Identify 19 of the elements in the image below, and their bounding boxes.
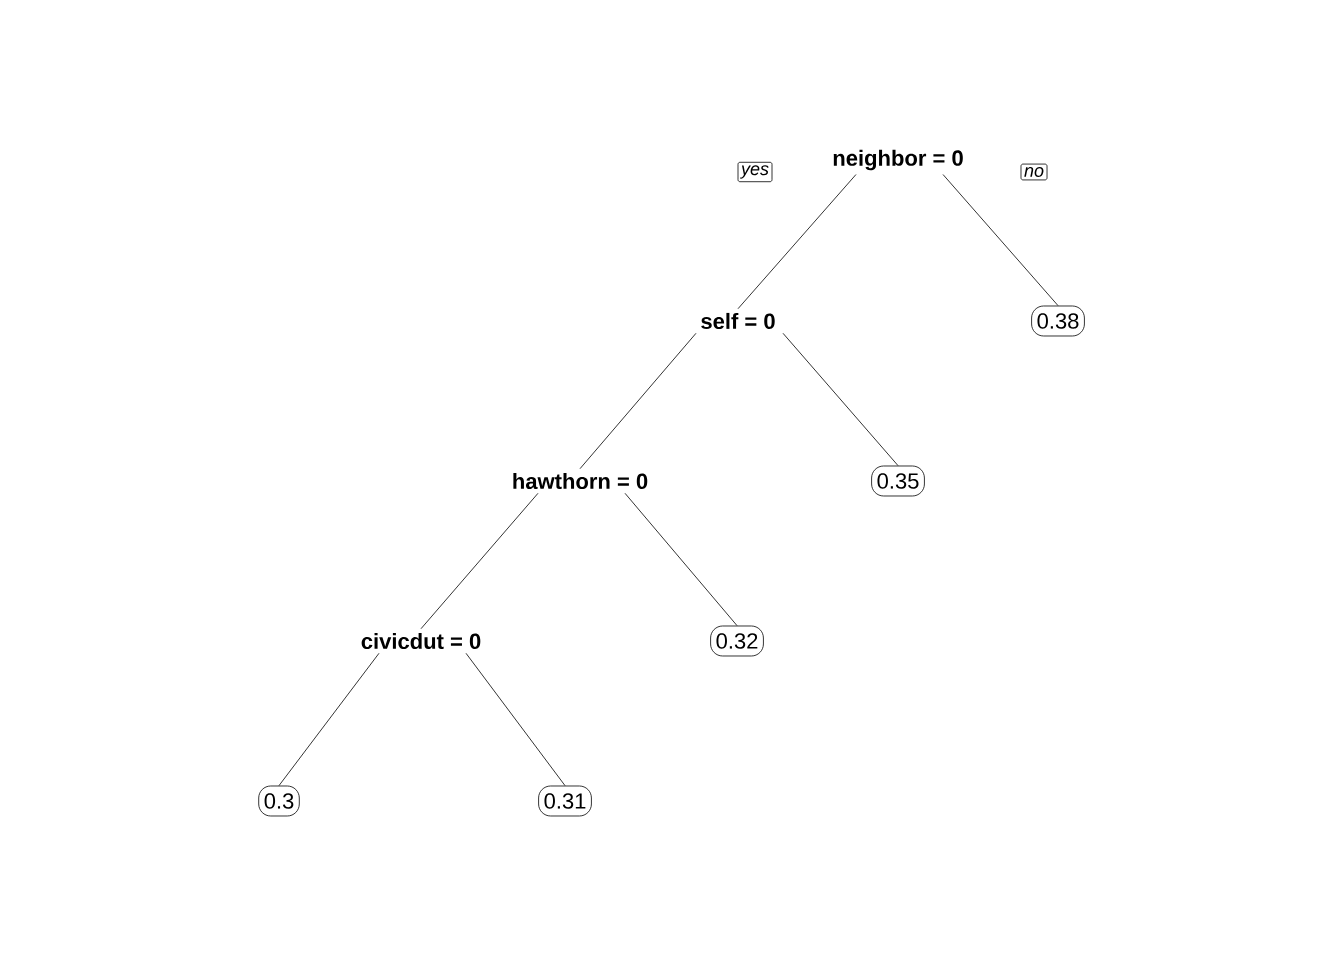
- branch-line: [465, 652, 566, 786]
- leaf-box: 0.35: [871, 465, 925, 497]
- branch-line: [942, 174, 1059, 306]
- branch-line: [737, 174, 857, 310]
- branch-line: [278, 652, 380, 786]
- branch-line: [624, 492, 738, 626]
- branch-line: [579, 332, 697, 470]
- branch-line: [420, 492, 539, 630]
- split-label: hawthorn = 0: [513, 472, 648, 490]
- split-label: self = 0: [701, 312, 775, 330]
- leaf-box: 0.3: [258, 785, 300, 817]
- leaf-box: 0.31: [538, 785, 592, 817]
- branch-tag: yes: [737, 161, 773, 183]
- leaf-box: 0.38: [1031, 305, 1085, 337]
- branch-line: [782, 332, 899, 466]
- split-label: neighbor = 0: [833, 149, 963, 171]
- leaf-box: 0.32: [710, 625, 764, 657]
- split-label: civicdut = 0: [361, 632, 481, 650]
- branch-tag: no: [1020, 163, 1048, 181]
